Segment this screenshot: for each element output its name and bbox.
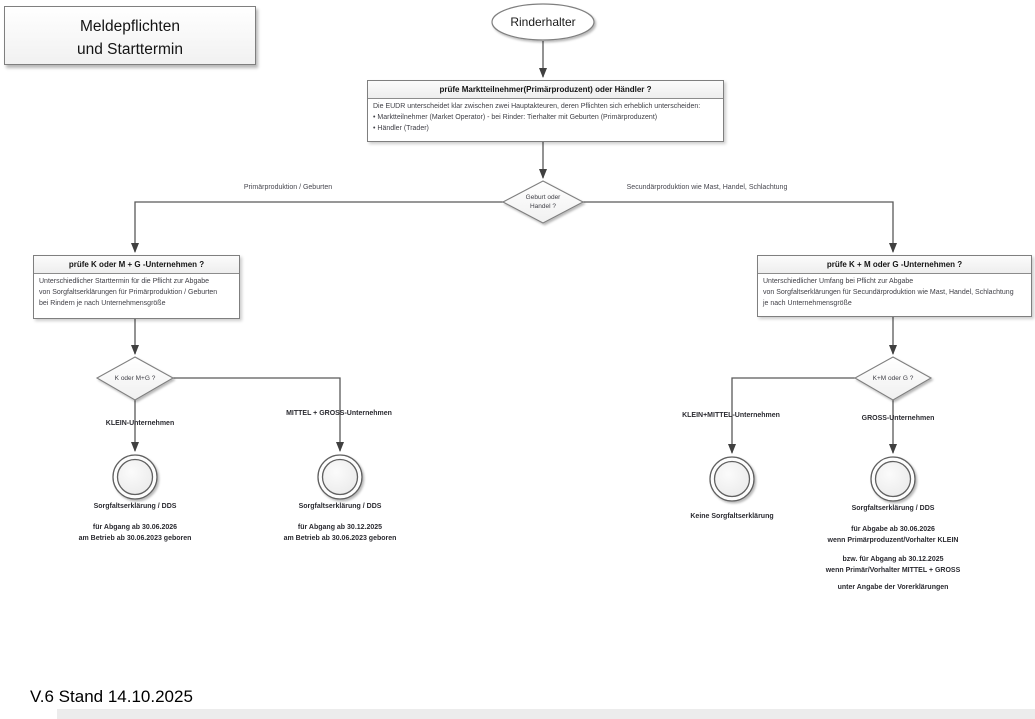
check-box-left-company-size: prüfe K oder M + G -Unternehmen ? Unters… [33, 255, 240, 319]
connector-decision-to-rightcheck [581, 201, 897, 253]
outcome-1-branch-label: KLEIN-Unternehmen [105, 420, 175, 427]
outcome-1-title: Sorgfaltserklärung / DDS [93, 503, 177, 510]
title-box: Meldepflichten und Starttermin [4, 6, 256, 65]
check-box-right-company-size: prüfe K + M oder G -Unternehmen ? Unters… [757, 255, 1032, 317]
decision-main-label: Geburt oder Handel ? [525, 194, 561, 210]
bottom-bar [57, 709, 1035, 719]
outcome-1-circle [112, 454, 158, 500]
outcome-1-text: Sorgfaltserklärung / DDS für Abgang ab 3… [78, 503, 192, 542]
check-box-right-header: prüfe K + M oder G -Unternehmen ? [758, 256, 1031, 274]
outcome-3-branch-label: KLEIN+MITTEL-Unternehmen [682, 412, 780, 419]
check-box-left-line-3: bei Rindern je nach Unternehmensgröße [39, 299, 166, 307]
check-box-left-line-1: Unterschiedlicher Starttermin für die Pf… [39, 278, 210, 285]
check-box-right-line-2: von Sorgfaltserklärungen für Secundärpro… [763, 288, 1014, 296]
version-stamp: V.6 Stand 14.10.2025 [30, 687, 193, 706]
outcome-2-text: Sorgfaltserklärung / DDS für Abgang ab 3… [283, 503, 397, 542]
outcome-4-text: Sorgfaltserklärung / DDS für Abgabe ab 3… [825, 505, 961, 591]
outcome-4-title: Sorgfaltserklärung / DDS [851, 505, 935, 512]
check-box-operator-vs-trader: prüfe Marktteilnehmer(Primärproduzent) o… [367, 80, 724, 142]
decision-right-label: K+M oder G ? [872, 375, 914, 382]
outcome-4-circle [870, 456, 916, 502]
decision-left-label: K oder M+G ? [114, 375, 156, 382]
outcome-3-text: Keine Sorgfaltserklärung [690, 511, 773, 522]
start-node-label: Rinderhalter [510, 15, 576, 29]
outcome-3-circle [709, 456, 755, 502]
title-line-2: und Starttermin [77, 41, 183, 59]
branch-label-secondary-production: Secundärproduktion wie Mast, Handel, Sch… [626, 184, 788, 191]
decision-left-diamond [95, 356, 175, 401]
check-box-operator-header: prüfe Marktteilnehmer(Primärproduzent) o… [368, 81, 723, 99]
title-line-1: Meldepflichten [80, 18, 180, 35]
outcome-2-title: Sorgfaltserklärung / DDS [298, 503, 382, 510]
check-box-operator-bullet-1: • Marktteilnehmer (Market Operator) - be… [373, 113, 658, 121]
connector-rightdecision-to-outcome3 [728, 377, 855, 454]
outcome-4-branch-label: GROSS-Unternehmen [861, 415, 935, 422]
check-box-operator-intro: Die EUDR unterscheidet klar zwischen zwe… [373, 103, 701, 110]
connector-decision-to-leftcheck [131, 201, 505, 253]
connector-leftdecision-to-outcome2 [173, 377, 344, 452]
check-box-right-line-3: je nach Unternehmensgröße [763, 299, 852, 307]
check-box-left-header: prüfe K oder M + G -Unternehmen ? [34, 256, 239, 274]
outcome-3-title: Keine Sorgfaltserklärung [690, 513, 774, 520]
decision-main-diamond [501, 180, 585, 224]
check-box-right-line-1: Unterschiedlicher Umfang bei Pflicht zur… [763, 278, 914, 285]
check-box-left-line-2: von Sorgfaltserklärungen für Primärprodu… [39, 288, 218, 296]
branch-label-primary-production: Primärproduktion / Geburten [243, 184, 333, 191]
check-box-operator-bullet-2: • Händler (Trader) [373, 124, 429, 132]
start-ellipse [491, 3, 595, 41]
decision-right-diamond [853, 356, 933, 401]
outcome-2-branch-label: MITTEL + GROSS-Unternehmen [286, 410, 392, 417]
outcome-2-circle [317, 454, 363, 500]
